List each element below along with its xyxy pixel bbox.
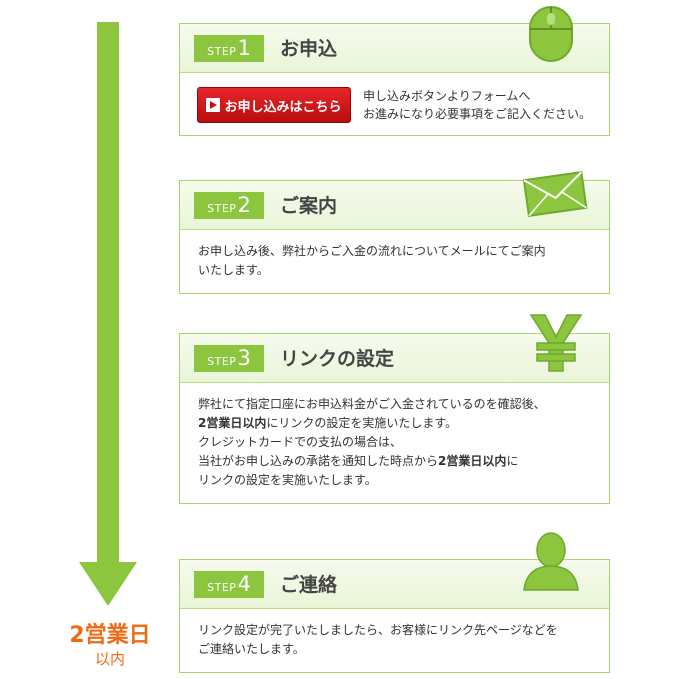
- step-1-title: お申込: [280, 38, 338, 60]
- yen-icon: [529, 314, 583, 372]
- step-4-title: ご連絡: [280, 574, 338, 596]
- step-2-body: お申し込み後、弊社からご入金の流れについてメールにてご案内 いたします。: [198, 244, 546, 277]
- step-1-text: 申し込みボタンよりフォームへ お進みになり必要事項をご記入ください。: [363, 89, 592, 121]
- person-icon: [523, 532, 579, 591]
- mouse-icon: [529, 6, 573, 62]
- step-4-body: リンク設定が完了いたしましたら、お客様にリンク先ページなどを ご連絡いたします。: [198, 623, 558, 656]
- envelope-icon: [522, 170, 588, 217]
- apply-button[interactable]: お申し込みはこちら: [197, 87, 351, 123]
- days-sublabel: 以内: [94, 650, 125, 668]
- timeline-arrow-head: [79, 562, 137, 606]
- timeline-arrow-shaft: [97, 22, 119, 567]
- emphasis-days: 2営業日以内: [198, 416, 267, 430]
- step-3-body: 弊社にて指定口座にお申込料金がご入金されているのを確認後、 2営業日以内にリンク…: [198, 397, 546, 487]
- step-3-title: リンクの設定: [280, 348, 395, 370]
- emphasis-days: 2営業日以内: [438, 454, 507, 468]
- arrow-right-icon: [206, 98, 221, 112]
- step-2-title: ご案内: [280, 195, 338, 217]
- days-label: 2営業日: [69, 623, 151, 648]
- step-1-body: お申し込みはこちら 申し込みボタンよりフォームへ お進みになり必要事項をご記入く…: [180, 73, 609, 135]
